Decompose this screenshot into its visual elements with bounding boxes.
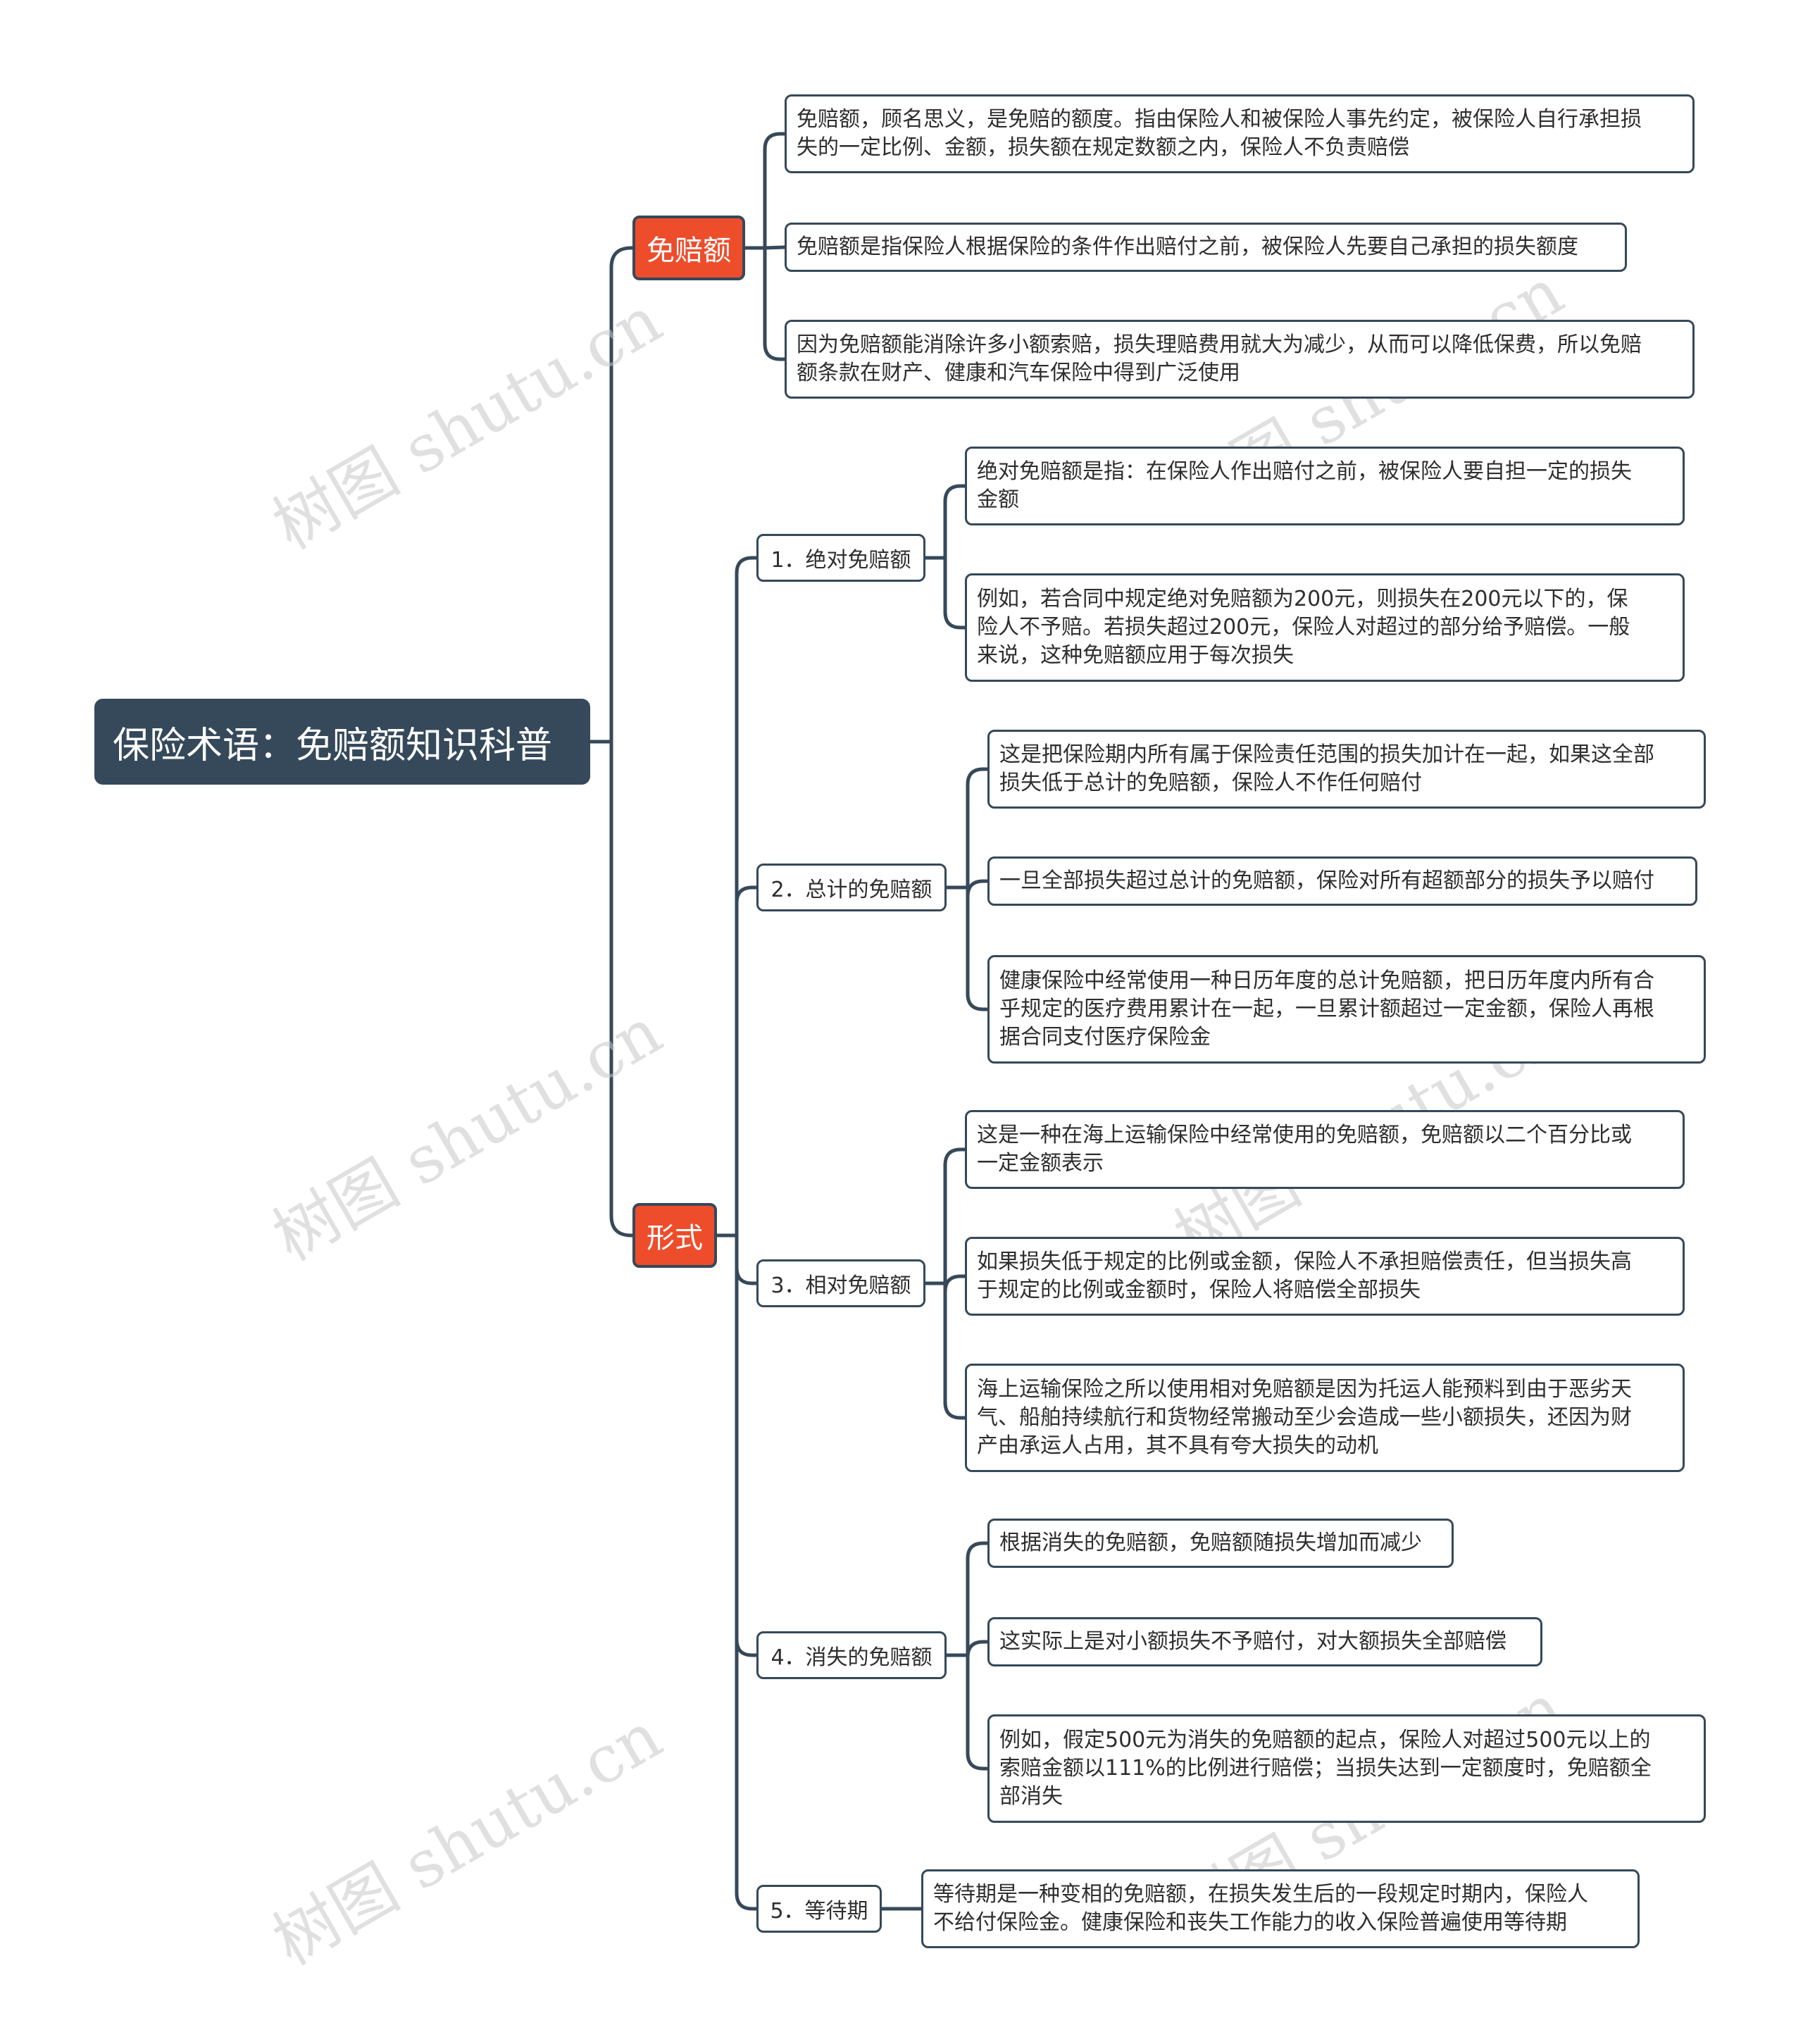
leaf-disappearing-example[interactable]: 例如，假定500元为消失的免赔额的起点，保险人对超过500元以上的 索赔金额以1… (987, 1714, 1706, 1823)
connector-line (966, 879, 990, 897)
category-xingshi[interactable]: 形式 (632, 1203, 717, 1268)
sub-waiting-period[interactable]: 5．等待期 (756, 1885, 882, 1933)
sub-relative-deductible[interactable]: 3．相对免赔额 (756, 1259, 925, 1307)
leaf-aggregate-definition[interactable]: 这是把保险期内所有属于保险责任范围的损失加计在一起，如果这全部 损失低于总计的免… (987, 730, 1706, 809)
connector-line (943, 1281, 967, 1420)
connector-line (735, 1233, 759, 1657)
sub-absolute-deductible[interactable]: 1．绝对免赔额 (756, 534, 925, 582)
leaf-relative-reason[interactable]: 海上运输保险之所以使用相对免赔额是因为托运人能预料到由于恶劣天 气、船舶持续航行… (965, 1364, 1685, 1472)
connector-line (763, 132, 787, 250)
leaf-relative-rule[interactable]: 如果损失低于规定的比例或金额，保险人不承担赔偿责任，但当损失高 于规定的比例或金… (965, 1237, 1685, 1316)
category-mianpei[interactable]: 免赔额 (632, 216, 745, 280)
connector-line (609, 740, 635, 1238)
connector-line (763, 245, 787, 250)
connector-line (966, 1653, 990, 1771)
connector-line (943, 1147, 967, 1285)
root-topic[interactable]: 保险术语：免赔额知识科普 (94, 699, 590, 785)
connector-line (735, 885, 759, 1238)
leaf-explanation[interactable]: 免赔额是指保险人根据保险的条件作出赔付之前，被保险人先要自己承担的损失额度 (785, 223, 1627, 272)
connector-line (943, 1274, 967, 1292)
connector-line (966, 1640, 990, 1658)
leaf-definition[interactable]: 免赔额，顾名思义，是免赔的额度。指由保险人和被保险人事先约定，被保险人自行承担损… (785, 94, 1695, 173)
connector-line (735, 556, 759, 1238)
connector-line (966, 885, 990, 1011)
leaf-relative-definition[interactable]: 这是一种在海上运输保险中经常使用的免赔额，免赔额以二个百分比或 一定金额表示 (965, 1110, 1685, 1189)
leaf-disappearing-effect[interactable]: 这实际上是对小额损失不予赔付，对大额损失全部赔偿 (987, 1617, 1542, 1666)
connector-line (943, 556, 967, 630)
leaf-aggregate-health[interactable]: 健康保险中经常使用一种日历年度的总计免赔额，把日历年度内所有合 乎规定的医疗费用… (987, 955, 1706, 1064)
connector-line (735, 1233, 759, 1911)
leaf-aggregate-exceed[interactable]: 一旦全部损失超过总计的免赔额，保险对所有超额部分的损失予以赔付 (987, 856, 1697, 906)
leaf-absolute-definition[interactable]: 绝对免赔额是指：在保险人作出赔付之前，被保险人要自担一定的损失 金额 (965, 447, 1685, 525)
connector-line (609, 246, 635, 744)
leaf-benefit[interactable]: 因为免赔额能消除许多小额索赔，损失理赔费用就大为减少，从而可以降低保费，所以免赔… (785, 320, 1695, 399)
connector-line (735, 1233, 759, 1285)
sub-aggregate-deductible[interactable]: 2．总计的免赔额 (756, 864, 947, 911)
connector-line (966, 767, 990, 890)
connector-line (763, 246, 787, 361)
leaf-disappearing-rule[interactable]: 根据消失的免赔额，免赔额随损失增加而减少 (987, 1519, 1454, 1568)
leaf-absolute-example[interactable]: 例如，若合同中规定绝对免赔额为200元，则损失在200元以下的，保 险人不予赔。… (965, 573, 1685, 682)
sub-disappearing-deductible[interactable]: 4．消失的免赔额 (756, 1631, 947, 1679)
leaf-waiting-definition[interactable]: 等待期是一种变相的免赔额，在损失发生后的一段规定时期内，保险人 不给付保险金。健… (921, 1869, 1640, 1948)
connector-line (943, 484, 967, 560)
connector-line (966, 1541, 990, 1657)
